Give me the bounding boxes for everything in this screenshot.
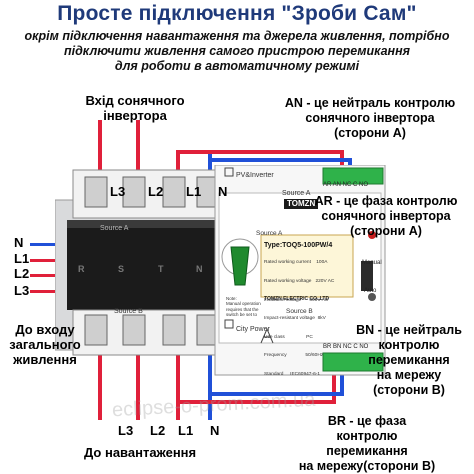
maker-label: TOMZN ELECTRIC CO.,LTD — [264, 296, 330, 302]
spec-line: Frequency 50/60Hz — [264, 353, 324, 359]
auto-label: Auto — [364, 288, 377, 294]
spec-line: Insulation voltage 690V AC — [264, 297, 329, 303]
note-line: Note: — [226, 296, 237, 301]
spec-line: Impact-resistant voltage 8kV — [264, 316, 326, 322]
wire-control-an — [208, 158, 352, 162]
bn-label-line: BN - це нейтраль — [356, 323, 462, 337]
rst-r: R — [78, 264, 85, 274]
left-line-l3: L3 — [14, 283, 30, 298]
transfer-switch-device — [55, 165, 386, 376]
solar-input-line: інвертора — [103, 108, 167, 123]
bottom-terminal-l3: L3 — [118, 423, 134, 438]
wire-control-br-rise — [332, 360, 336, 404]
spec-line: Rated working voltage 220V AC — [264, 279, 335, 285]
a-terminals-label: AR AN NC C NO — [323, 182, 369, 188]
grid-input-label: До входу загального живлення — [0, 322, 90, 367]
ar-label-line: сонячного інвертора — [321, 209, 451, 223]
bn-label-line: перемикання — [368, 353, 450, 367]
rst-t: T — [158, 264, 164, 274]
an-label: AN - це нейтраль контролю сонячного інве… — [270, 96, 470, 141]
top-terminal-l3: L3 — [110, 184, 126, 199]
subtitle-line: для роботи в автоматичному режимі — [114, 59, 360, 73]
wire-control-bn — [208, 392, 344, 396]
solar-input-line: Вхід сонячного — [85, 93, 185, 108]
rst-n: N — [196, 264, 203, 274]
an-label-line: (сторони А) — [334, 126, 406, 140]
an-label-line: AN - це нейтраль контролю — [284, 96, 456, 110]
grid-input-line: загального — [9, 337, 81, 352]
solar-input-label: Вхід сонячного інвертора — [70, 93, 200, 123]
wire-control-ar — [176, 150, 344, 154]
wire-bottom-l3 — [98, 345, 102, 420]
wire-top-l3 — [98, 120, 102, 210]
wire-top-l2 — [136, 120, 140, 210]
source-b-inner: Source B — [286, 308, 313, 315]
br-label: BR - це фаза контролю перемикання на мер… — [282, 414, 452, 474]
bn-label: BN - це нейтраль контролю перемикання на… — [346, 323, 472, 398]
source-a-label: Source A — [282, 190, 311, 197]
diagram-subtitle: окрім підключення навантаження та джерел… — [0, 29, 474, 74]
top-terminal-n: N — [218, 184, 228, 199]
ar-label: AR - це фаза контролю сонячного інвертор… — [300, 194, 472, 239]
spec-line: Use class PC — [264, 334, 313, 340]
bottom-terminal-l1: L1 — [178, 423, 194, 438]
top-terminal-l2: L2 — [148, 184, 164, 199]
bn-label-line: (сторони В) — [373, 383, 445, 397]
wire-bottom-l1 — [176, 345, 180, 420]
bottom-terminal-n: N — [210, 423, 220, 438]
br-label-line: на мережу(сторони В) — [298, 459, 436, 473]
subtitle-line: окрім підключення навантаження та джерел… — [24, 29, 450, 43]
spec-list: Rated working current 100A Rated working… — [264, 248, 334, 384]
an-label-line: сонячного інвертора — [305, 111, 435, 125]
load-label: До навантаження — [84, 445, 197, 460]
left-line-l1: L1 — [14, 251, 30, 266]
ar-label-line: (сторони А) — [350, 224, 422, 238]
bn-label-line: на мережу — [376, 368, 442, 382]
source-a-inner: Source A — [256, 230, 283, 237]
pv-label: PV&Inverter — [236, 172, 274, 179]
note-line: requires that the — [226, 306, 259, 312]
b-terminals-label: BR BN NC C NO — [323, 344, 369, 350]
br-label-line: перемикання — [326, 444, 408, 458]
wire-control-ar-drop — [340, 150, 344, 174]
wire-bottom-l2 — [136, 345, 140, 420]
left-line-l2: L2 — [14, 266, 30, 281]
brand-label: TOMZN — [284, 199, 319, 209]
city-power-label: City Power — [236, 326, 270, 333]
top-terminal-l1: L1 — [186, 184, 202, 199]
left-line-n: N — [14, 235, 24, 250]
diagram-title: Просте підключення "Зроби Сам" — [57, 2, 417, 25]
grid-input-line: живлення — [13, 352, 77, 367]
grid-input-line: До входу — [15, 322, 75, 337]
bottom-terminal-l2: L2 — [150, 423, 166, 438]
wire-control-br — [176, 400, 336, 404]
wire-bottom-n — [208, 345, 212, 420]
source-b-front: Source B — [114, 308, 143, 315]
note-line: switch be set to — [226, 312, 258, 318]
spec-line: Standard IEC60947-6-1 — [264, 372, 320, 378]
model-label: Type:TOQ5-100PW/4 — [264, 242, 333, 249]
br-label-line: BR - це фаза — [327, 414, 407, 428]
br-label-line: контролю — [336, 429, 398, 443]
manual-label: Manual — [362, 260, 382, 266]
ar-label-line: AR - це фаза контролю — [314, 194, 458, 208]
spec-line: Rated working current 100A — [264, 260, 328, 266]
device-note: Note: Manual operation requires that the… — [226, 296, 261, 318]
note-line: Manual operation — [226, 301, 261, 307]
bn-label-line: контролю — [378, 338, 440, 352]
subtitle-line: підключити живлення самого пристрою пере… — [63, 44, 411, 58]
wire-control-bn-rise — [340, 360, 344, 396]
source-a-front: Source A — [100, 225, 129, 232]
rst-s: S — [118, 264, 125, 274]
